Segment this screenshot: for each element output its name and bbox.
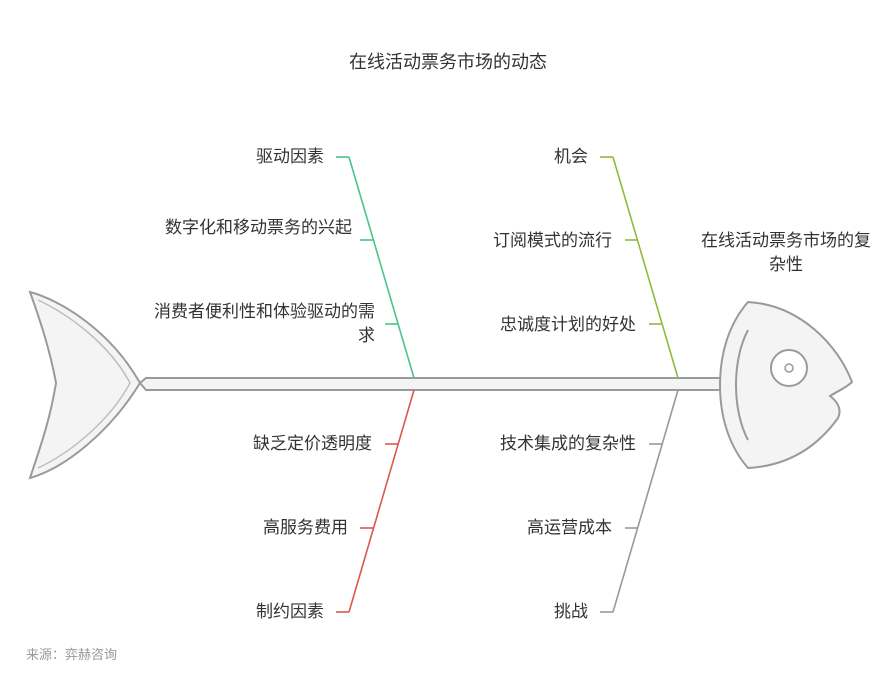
drivers-label: 驱动因素 — [256, 147, 324, 167]
diagram-title: 在线活动票务市场的动态 — [349, 52, 547, 73]
fish-gill — [735, 329, 749, 441]
fish-spine — [138, 377, 723, 391]
bone-drivers — [336, 156, 415, 379]
fish-tail-inner — [37, 299, 131, 469]
bone-constraints — [336, 389, 415, 613]
effect-label: 在线活动票务市场的复杂性 — [701, 231, 871, 275]
bone-challenges — [600, 389, 679, 613]
opportunities-item-2: 忠诚度计划的好处 — [500, 315, 636, 335]
bone-opportunities — [600, 156, 679, 379]
drivers-item-2: 消费者便利性和体验驱动的需求 — [154, 302, 375, 346]
opportunities-item-1: 订阅模式的流行 — [493, 231, 612, 251]
fish-pupil — [784, 363, 794, 373]
constraints-item-1: 缺乏定价透明度 — [253, 434, 372, 454]
opportunities-label: 机会 — [554, 147, 588, 167]
constraints-label: 制约因素 — [256, 602, 324, 622]
fish-tail — [28, 290, 142, 480]
challenges-item-1: 技术集成的复杂性 — [500, 434, 636, 454]
challenges-label: 挑战 — [554, 602, 588, 622]
constraints-item-2: 高服务费用 — [263, 518, 348, 538]
source-note: 来源：弈赫咨询 — [26, 648, 118, 663]
drivers-item-1: 数字化和移动票务的兴起 — [165, 218, 352, 238]
challenges-item-2: 高运营成本 — [527, 518, 612, 538]
